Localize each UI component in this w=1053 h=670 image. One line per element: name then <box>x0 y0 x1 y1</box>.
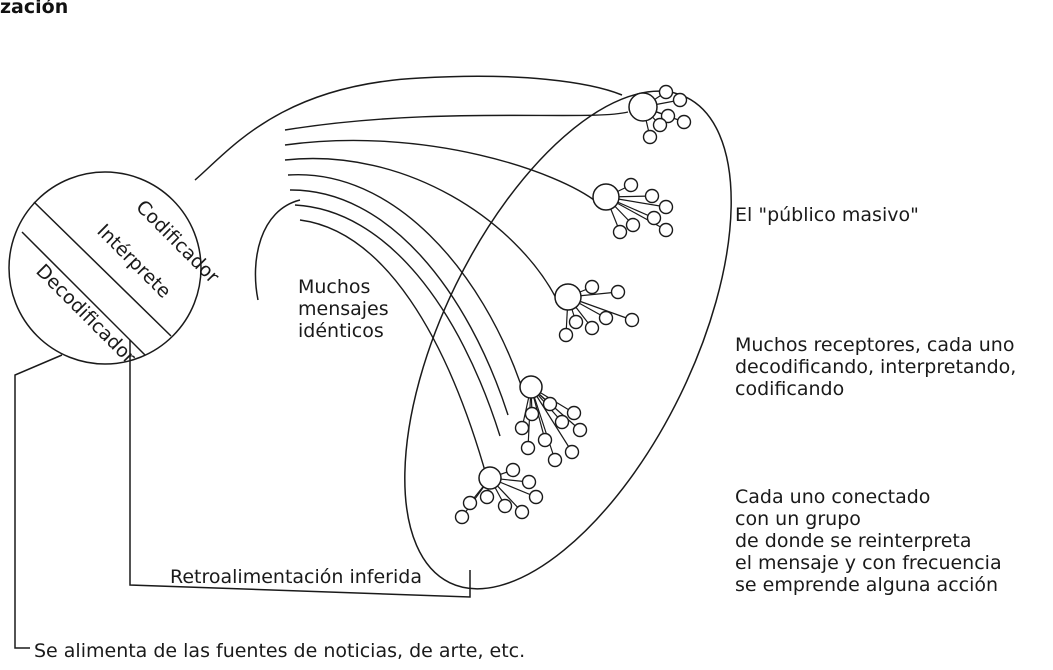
group-member-node <box>497 498 513 514</box>
receiver-node <box>592 183 620 211</box>
group-member-node <box>658 222 674 238</box>
sources-bracket <box>14 354 63 649</box>
groups-label-line-3: de donde se reinterpreta <box>735 530 972 552</box>
group-member-node <box>660 108 676 124</box>
messages-label-line-3: idénticos <box>298 320 384 342</box>
message-line <box>284 157 557 299</box>
group-member-node <box>672 92 688 108</box>
groups-label-line-5: se emprende alguna acción <box>735 574 999 596</box>
group-member-node <box>646 210 662 226</box>
group-member-node <box>528 489 544 505</box>
public-label: El "público masivo" <box>735 204 919 226</box>
group-member-node <box>514 420 530 436</box>
message-line <box>294 204 501 437</box>
group-member-node <box>584 320 600 336</box>
receiver-node <box>478 466 502 490</box>
receivers-label-line-3: codificando <box>735 378 845 400</box>
receivers-label-line-2: decodificando, interpretando, <box>735 356 1017 378</box>
message-lines <box>284 111 629 479</box>
messages-label-line-2: mensajes <box>298 298 389 320</box>
receiver-group <box>628 84 692 145</box>
sources-label: Se alimenta de las fuentes de noticias, … <box>34 640 526 662</box>
outer-arc <box>194 75 623 181</box>
receiver-group <box>454 462 544 525</box>
group-member-node <box>537 432 553 448</box>
receiver-node <box>519 375 543 399</box>
group-member-node <box>524 406 540 422</box>
group-member-node <box>658 84 674 100</box>
receiver-group <box>514 375 588 468</box>
group-member-node <box>652 117 668 133</box>
feedback-arc <box>129 340 471 598</box>
circle-divider-top <box>33 201 172 337</box>
groups-label-line-2: con un grupo <box>735 508 861 530</box>
group-member-node <box>462 495 478 511</box>
group-member-node <box>479 489 495 505</box>
group-member-node <box>564 444 580 460</box>
group-member-node <box>558 327 574 343</box>
group-link <box>530 386 556 461</box>
group-member-node <box>505 462 521 478</box>
message-line <box>289 189 509 416</box>
group-member-node <box>658 199 674 215</box>
group-member-node <box>610 284 626 300</box>
messages-label-line-1: Muchos <box>298 276 371 298</box>
group-member-node <box>642 129 658 145</box>
group-member-node <box>624 312 640 328</box>
message-line <box>287 174 523 389</box>
receivers-label-line-1: Muchos receptores, cada uno <box>735 334 1015 356</box>
group-member-node <box>572 422 588 438</box>
message-line <box>284 139 599 204</box>
group-member-node <box>547 452 563 468</box>
receiver-group <box>554 279 640 343</box>
groups-label-line-1: Cada uno conectado <box>735 486 931 508</box>
group-member-node <box>644 188 660 204</box>
receiver-groups <box>454 84 692 525</box>
group-member-node <box>676 114 692 130</box>
group-member-node <box>554 414 570 430</box>
group-member-node <box>625 217 641 233</box>
segment-decodificador: Decodificador <box>31 260 140 369</box>
group-member-node <box>612 224 628 240</box>
circle-divider-bottom <box>21 231 146 356</box>
inner-feedback-arc <box>254 199 301 301</box>
group-member-node <box>542 396 558 412</box>
message-line <box>284 111 629 131</box>
group-member-node <box>598 310 614 326</box>
receiver-node <box>628 92 658 122</box>
group-member-node <box>521 474 537 490</box>
group-member-node <box>514 504 530 520</box>
group-member-node <box>454 509 470 525</box>
source-circle <box>8 171 202 365</box>
group-member-node <box>520 440 536 456</box>
title-fragment: zación <box>0 0 69 18</box>
feedback-label: Retroalimentación inferida <box>170 566 422 588</box>
group-member-node <box>566 405 582 421</box>
group-member-node <box>568 314 584 330</box>
group-link <box>530 386 573 453</box>
receiver-group <box>592 177 674 240</box>
message-line <box>299 219 488 479</box>
receiver-node <box>554 283 582 311</box>
group-member-node <box>584 279 600 295</box>
groups-label-line-4: el mensaje y con frecuencia <box>735 552 1002 574</box>
group-member-node <box>623 177 639 193</box>
